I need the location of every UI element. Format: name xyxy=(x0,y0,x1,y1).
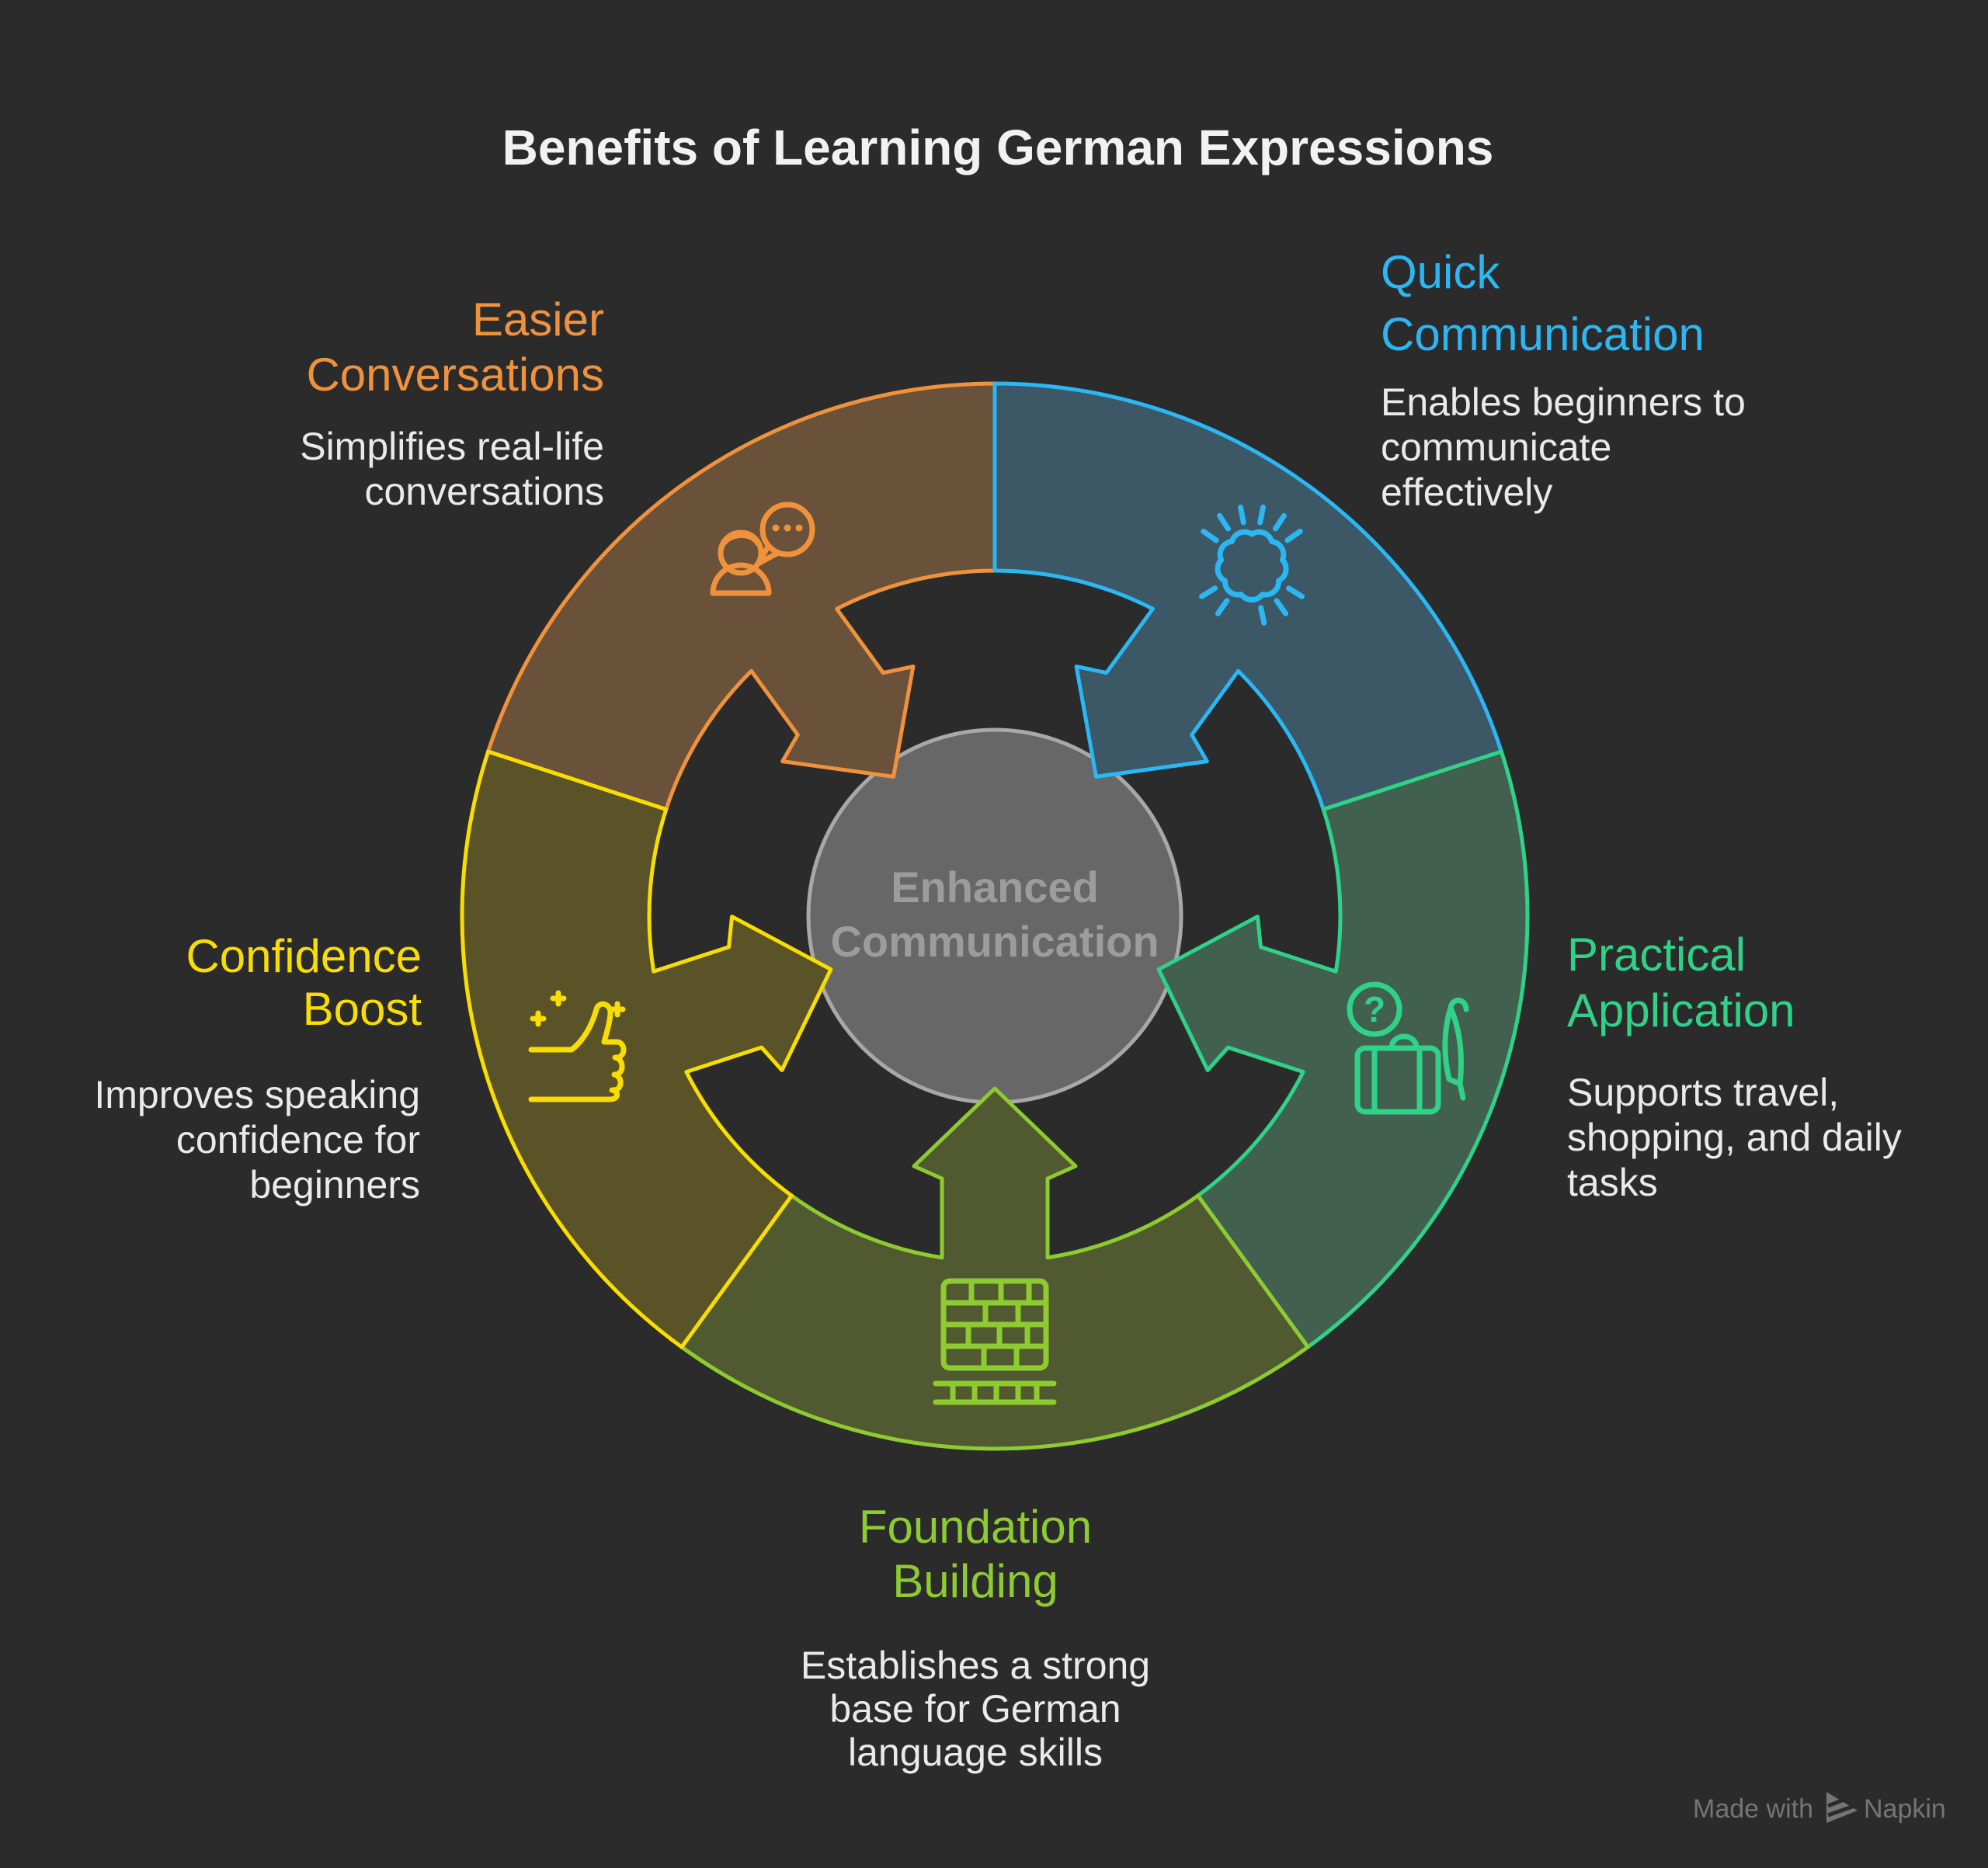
confidence-boost-segment xyxy=(460,749,833,1349)
segment-description: language skills xyxy=(848,1731,1103,1774)
watermark-brand: Napkin xyxy=(1864,1794,1946,1824)
center-label-group: Enhanced Communication xyxy=(830,863,1159,966)
segment-description: Enables beginners to xyxy=(1381,380,1746,424)
burst-scallop xyxy=(1215,529,1289,603)
burst-ray xyxy=(1257,504,1266,526)
suitcase-straps xyxy=(1371,1045,1423,1115)
napkin-logo-stripes xyxy=(1827,1797,1855,1818)
center-label-line: Communication xyxy=(830,917,1159,966)
segment-description: Simplifies real-life xyxy=(300,425,604,468)
label-quick-communication: Quick Communication Enables beginners to… xyxy=(1381,246,1746,514)
label-easier-conversations: Easier Conversations Simplifies real-lif… xyxy=(300,293,604,513)
segment-description: conversations xyxy=(365,470,605,513)
segment-description: Supports travel, xyxy=(1567,1071,1839,1114)
segment-description: beginners xyxy=(249,1163,420,1207)
burst-ray xyxy=(1217,512,1231,532)
plus-spark-1 xyxy=(530,1010,547,1027)
person-shoulders xyxy=(710,562,772,596)
brick-wall-icon xyxy=(933,1278,1057,1405)
thumb-hand-outline xyxy=(568,1001,627,1102)
burst-ray xyxy=(1274,598,1289,616)
suitcase-handle xyxy=(1388,1033,1420,1051)
foundation-building-segment xyxy=(679,1086,1310,1451)
question-mark: ? xyxy=(1364,989,1385,1029)
segment-heading: Boost xyxy=(303,983,422,1035)
napkin-watermark: Made with Napkin xyxy=(1693,1792,1946,1824)
napkin-logo-icon xyxy=(1826,1792,1858,1823)
segment-description: tasks xyxy=(1567,1161,1658,1204)
center-label-line: Enhanced xyxy=(891,863,1099,911)
easier-conversations-segment xyxy=(486,381,997,811)
person-hair xyxy=(718,533,761,554)
plus-spark-2 xyxy=(550,990,567,1007)
segment-description: shopping, and daily xyxy=(1567,1116,1902,1159)
speech-bubble xyxy=(759,502,815,557)
brick-joints xyxy=(965,1278,1032,1371)
segment-heading: Building xyxy=(892,1555,1058,1607)
foundation-ties xyxy=(950,1380,1040,1405)
segment-heading: Application xyxy=(1567,984,1795,1036)
umbrella-hook xyxy=(1448,998,1469,1012)
suitcase xyxy=(1354,1045,1441,1115)
question-circle xyxy=(1347,981,1402,1037)
segment-heading: Easier xyxy=(472,293,604,345)
burst-ray xyxy=(1215,598,1230,616)
page-title: Benefits of Learning German Expressions xyxy=(502,120,1494,175)
bubble-dot-2 xyxy=(784,524,791,532)
burst-icon xyxy=(1199,504,1305,626)
travel-icon: ? xyxy=(1347,981,1469,1115)
segment-heading: Practical xyxy=(1567,929,1746,981)
segment-heading: Confidence xyxy=(186,930,422,982)
person-chat-icon xyxy=(710,502,815,596)
thumbs-up-icon xyxy=(528,990,627,1102)
burst-ray xyxy=(1258,605,1267,626)
segment-heading: Quick xyxy=(1381,246,1500,298)
segment-description: base for German xyxy=(829,1687,1121,1731)
segment-description: Improves speaking xyxy=(94,1073,420,1116)
burst-ray xyxy=(1273,512,1287,532)
center-circle xyxy=(806,727,1183,1105)
practical-application-segment xyxy=(1156,749,1530,1349)
segment-description: confidence for xyxy=(176,1118,420,1161)
segment-heading: Conversations xyxy=(306,349,604,401)
segment-heading: Foundation xyxy=(859,1501,1092,1553)
umbrella-tip xyxy=(1457,1081,1466,1101)
burst-scallop-and-rays xyxy=(1199,504,1305,626)
bubble-dot-3 xyxy=(795,524,803,532)
burst-ray xyxy=(1199,585,1218,599)
label-foundation-building: Foundation Building Establishes a strong… xyxy=(801,1501,1150,1774)
burst-ray xyxy=(1201,528,1219,543)
watermark-prefix: Made with xyxy=(1693,1794,1813,1824)
segment-description: Establishes a strong xyxy=(801,1644,1150,1687)
plus-spark-3 xyxy=(609,1001,626,1018)
label-confidence-boost: Confidence Boost Improves speaking confi… xyxy=(94,930,422,1207)
burst-ray xyxy=(1286,585,1305,599)
segment-description: communicate xyxy=(1381,425,1611,469)
segment-heading: Communication xyxy=(1381,308,1705,360)
label-practical-application: Practical Application Supports travel, s… xyxy=(1567,929,1902,1204)
segment-description: effectively xyxy=(1381,470,1552,514)
burst-ray xyxy=(1284,528,1303,543)
burst-ray xyxy=(1238,504,1246,526)
bubble-dot-1 xyxy=(772,524,780,532)
